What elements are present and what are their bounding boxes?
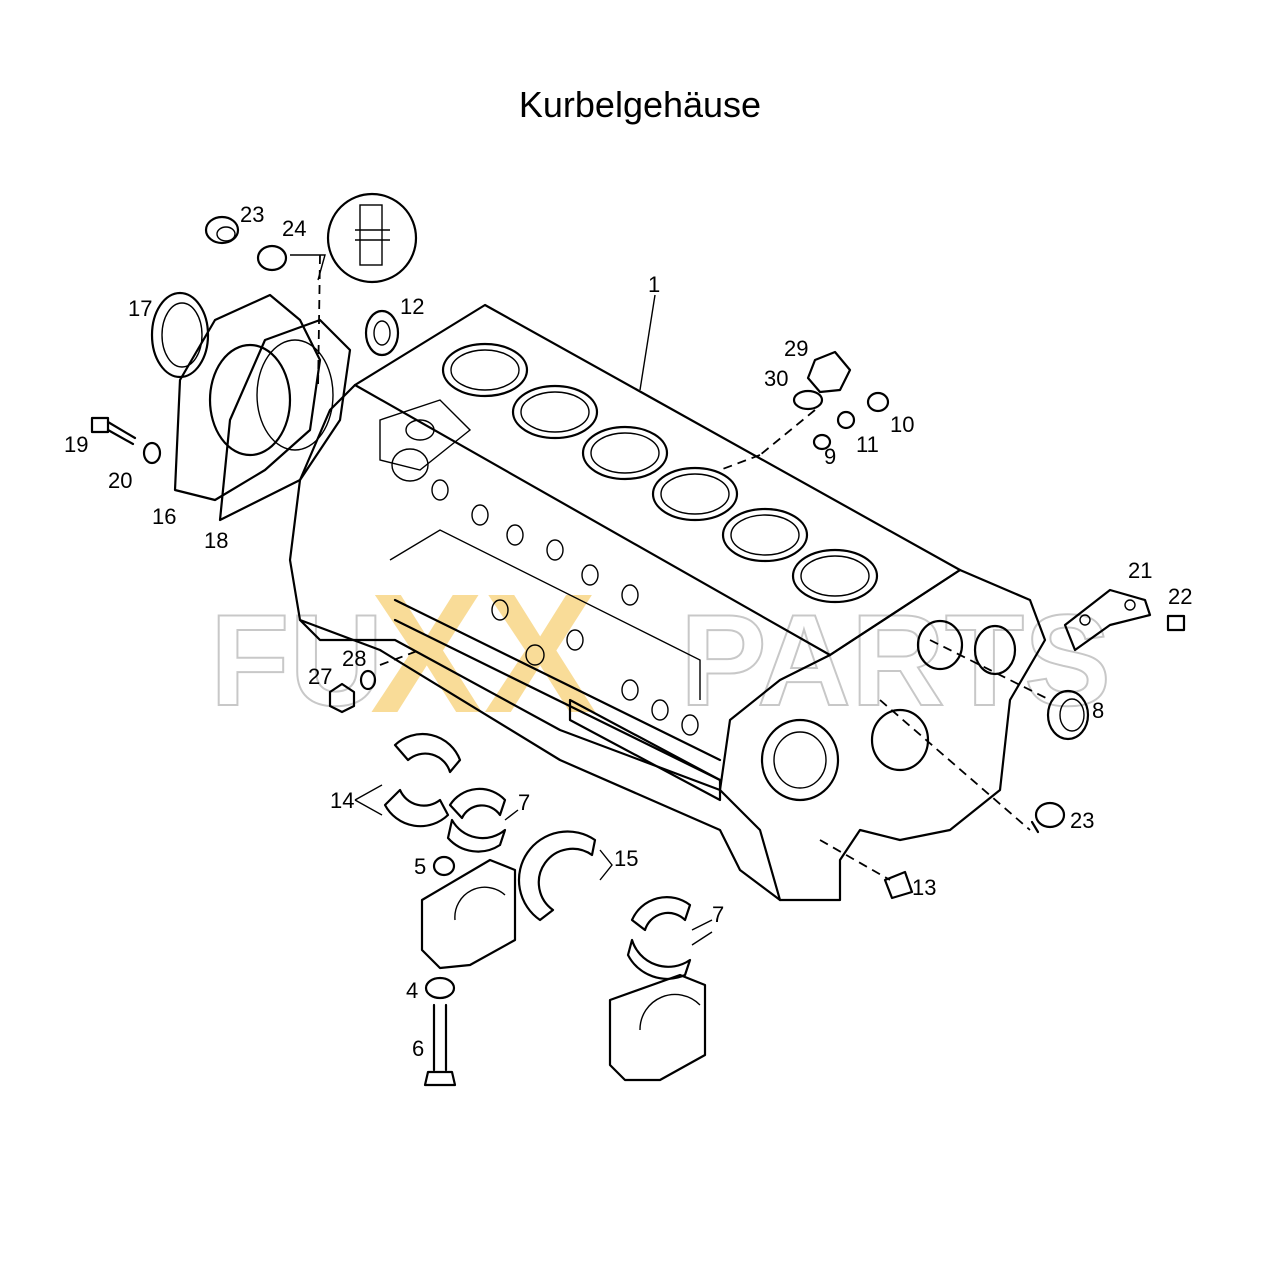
callout-30: 30 (764, 366, 788, 391)
callout-6: 6 (412, 1036, 424, 1061)
callout-22: 22 (1168, 584, 1192, 609)
callout-8: 8 (1092, 698, 1104, 723)
part-cover-16 (173, 293, 322, 502)
part-pin-9 (812, 433, 832, 451)
watermark-left: FU (210, 587, 383, 733)
callout-20: 20 (108, 468, 132, 493)
callout-17: 17 (128, 296, 152, 321)
part-spring-28 (359, 669, 377, 691)
watermark-mid: XX (370, 559, 597, 749)
callout-21: 21 (1128, 558, 1152, 583)
callout-24: 24 (282, 216, 306, 241)
callout-27: 27 (308, 664, 332, 689)
part-nut-5 (432, 855, 456, 877)
part-plate-21 (1063, 588, 1152, 652)
part-bearing-shell-7b (626, 896, 713, 980)
part-washer-4 (424, 976, 456, 1000)
callouts: 1 4 5 6 7 7 8 9 10 11 12 13 14 15 16 17 … (64, 202, 1192, 1061)
callout-23-right: 23 (1070, 808, 1094, 833)
callout-1: 1 (648, 272, 660, 297)
callout-18: 18 (204, 528, 228, 553)
detail-inset (326, 192, 418, 284)
part-bushing-8 (1046, 689, 1090, 741)
callout-9: 9 (824, 444, 836, 469)
callout-10: 10 (890, 412, 914, 437)
part-seal-12 (364, 309, 400, 357)
part-gasket-18 (218, 318, 352, 522)
callout-15: 15 (614, 846, 638, 871)
part-screw-22 (1166, 614, 1186, 632)
callout-16: 16 (152, 504, 176, 529)
callout-7-upper: 7 (518, 790, 530, 815)
callout-28: 28 (342, 646, 366, 671)
cylinder-bores (441, 342, 879, 604)
callout-13: 13 (912, 875, 936, 900)
callout-4: 4 (406, 978, 418, 1003)
part-plug-27 (328, 682, 356, 714)
callout-23-top: 23 (240, 202, 264, 227)
part-plug-23-right (1030, 801, 1066, 834)
part-bearing-cap-right (608, 973, 707, 1082)
callout-7-lower: 7 (712, 902, 724, 927)
part-dowel-13 (883, 870, 914, 900)
part-thrust-washer-15 (517, 830, 613, 922)
part-bolt-6 (423, 1003, 457, 1087)
part-washer-11 (836, 410, 856, 430)
part-seal-30 (792, 389, 824, 411)
part-thrust-washers-14 (354, 732, 462, 828)
callout-29: 29 (784, 336, 808, 361)
callout-19: 19 (64, 432, 88, 457)
part-plug-24 (256, 244, 326, 281)
part-bolt-19 (90, 416, 137, 446)
part-plug-23-top (204, 215, 240, 245)
part-washer-20 (142, 441, 162, 465)
callout-14: 14 (330, 788, 354, 813)
callout-11: 11 (856, 432, 879, 457)
crankcase-block (288, 254, 1051, 902)
part-bearing-shell-7a (446, 787, 519, 853)
callout-5: 5 (414, 854, 426, 879)
diagram-title: Kurbelgehäuse (518, 84, 762, 125)
part-plug-29 (806, 350, 852, 394)
callout-12: 12 (400, 294, 424, 319)
part-ring-17 (150, 291, 210, 379)
part-plug-10 (866, 391, 890, 413)
part-bearing-cap-left (420, 858, 517, 970)
side-bosses (391, 419, 699, 736)
